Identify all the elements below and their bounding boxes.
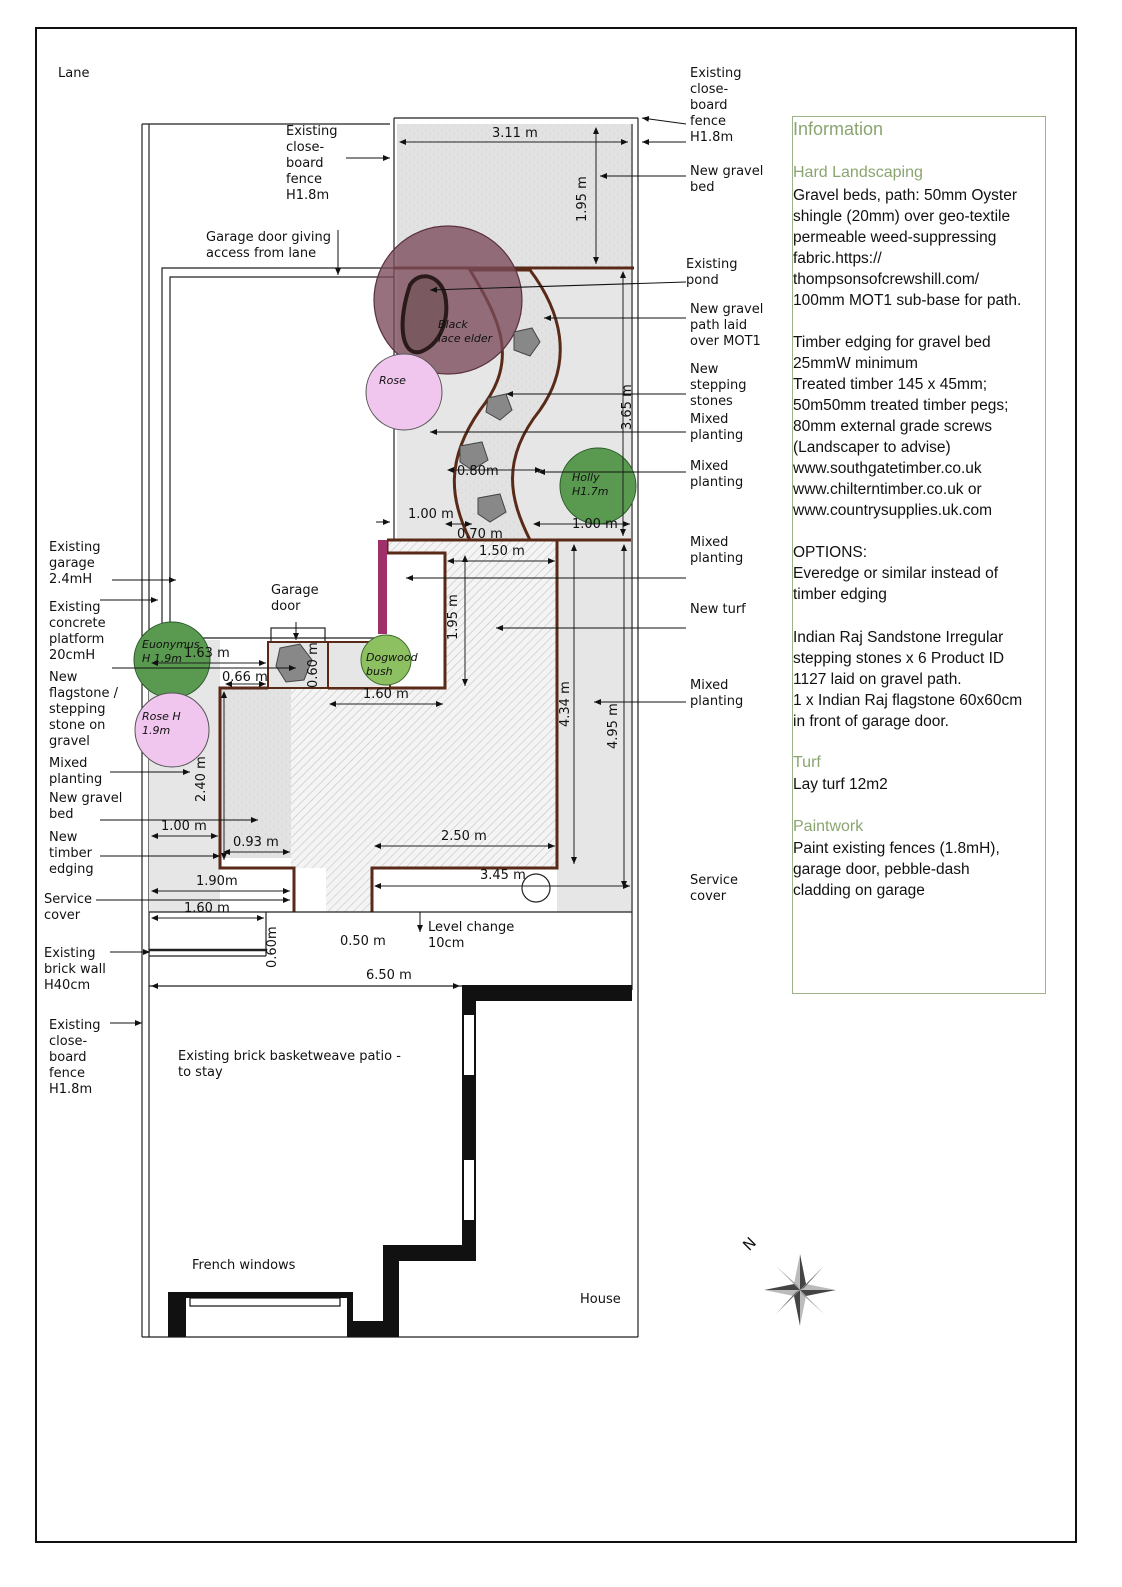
rose-left <box>134 692 210 768</box>
plant-label-dogwood: Dogwood bush <box>366 651 418 678</box>
dim-0-93: 0.93 m <box>233 835 279 850</box>
timber-post <box>378 540 387 634</box>
dim-0-70: 0.70 m <box>457 527 503 542</box>
label-mixed-planting-3: Mixed planting <box>690 535 744 566</box>
label-service-cover-left: Service cover <box>44 892 93 923</box>
dim-1-90: 1.90m <box>196 874 238 889</box>
dim-0-60-b: 0.60m <box>265 926 280 968</box>
dimension-lines <box>151 127 630 989</box>
label-new-timber-edging: New timber edging <box>49 830 94 877</box>
label-existing-platform: Existing concrete platform 20cmH <box>49 600 106 663</box>
label-garage-door: Garage door <box>271 583 319 614</box>
label-level-change: Level change 10cm <box>428 920 515 951</box>
info-turf-heading: Turf <box>793 754 821 771</box>
dim-1-60-a: 1.60 m <box>363 687 409 702</box>
dim-4-95: 4.95 m <box>606 703 621 749</box>
dim-1-00-b: 1.00 m <box>572 517 618 532</box>
info-turf-text: Lay turf 12m2 <box>793 776 888 793</box>
label-garage-door-lane: Garage door giving access from lane <box>206 230 332 261</box>
dogwood-plant <box>360 634 412 686</box>
dim-1-50: 1.50 m <box>479 544 525 559</box>
label-house: House <box>580 1292 621 1307</box>
dim-1-00-c: 1.00 m <box>161 819 207 834</box>
label-fence-top-right: Existing close- board fence H1.8m <box>690 66 742 145</box>
dim-1-60-b: 1.60 m <box>184 901 230 916</box>
label-existing-garage: Existing garage 2.4mH <box>49 540 101 587</box>
dim-0-50: 0.50 m <box>340 934 386 949</box>
label-brick-wall: Existing brick wall H40cm <box>44 946 106 993</box>
page-border <box>35 27 1077 1543</box>
label-new-gravel-path: New gravel path laid over MOT1 <box>690 302 764 349</box>
dim-3-65: 3.65 m <box>620 384 635 430</box>
info-hard-heading: Hard Landscaping <box>793 164 923 181</box>
elder-plant <box>373 225 523 375</box>
dim-3-11: 3.11 m <box>492 126 538 141</box>
dim-0-60-a: 0.60 m <box>306 642 321 688</box>
info-hard-text: Gravel beds, path: 50mm Oyster shingle (… <box>793 187 1022 309</box>
dim-1-95-mid: 1.95 m <box>446 594 461 640</box>
label-new-gravel-bed-left: New gravel bed <box>49 791 123 822</box>
label-existing-pond: Existing pond <box>686 257 738 288</box>
label-mixed-planting-4: Mixed planting <box>690 678 744 709</box>
boundary-lines <box>141 117 639 1338</box>
label-new-flagstone: New flagstone / stepping stone on gravel <box>49 670 118 749</box>
info-stones-text: Indian Raj Sandstone Irregular stepping … <box>793 629 1023 730</box>
dim-2-50: 2.50 m <box>441 829 487 844</box>
dim-1-95-top: 1.95 m <box>575 176 590 222</box>
label-fence-top-mid: Existing close- board fence H1.8m <box>286 124 338 203</box>
label-french-windows: French windows <box>192 1258 296 1273</box>
dim-0-80: 0.80m <box>457 464 499 479</box>
label-patio: Existing brick basketweave patio - to st… <box>178 1049 401 1080</box>
leader-arrows <box>96 115 687 1026</box>
info-options-text: OPTIONS: Everedge or similar instead of … <box>793 544 999 603</box>
garage-door-outline <box>270 627 326 643</box>
house-window-gaps <box>464 1015 474 1220</box>
pond <box>400 274 449 355</box>
service-cover-right <box>521 873 551 903</box>
label-new-stepping-stones: New stepping stones <box>690 362 747 409</box>
label-lane: Lane <box>58 66 90 81</box>
dim-6-50: 6.50 m <box>366 968 412 983</box>
info-timber-text: Timber edging for gravel bed 25mmW minim… <box>793 334 1009 519</box>
information-panel: Information Hard Landscaping Gravel beds… <box>792 116 1046 994</box>
label-fence-bottom-left: Existing close- board fence H1.8m <box>49 1018 101 1097</box>
info-title: Information <box>793 119 884 139</box>
house-walls <box>168 985 632 1337</box>
compass-rose <box>764 1254 836 1326</box>
dim-2-40: 2.40 m <box>194 756 209 802</box>
label-new-turf: New turf <box>690 602 746 617</box>
plant-label-euonymus: Euonymus H 1.9m <box>142 638 200 665</box>
dim-1-00-a: 1.00 m <box>408 507 454 522</box>
label-mixed-planting-left: Mixed planting <box>49 756 103 787</box>
label-new-gravel-bed-top: New gravel bed <box>690 164 764 195</box>
plant-label-rose-top: Rose <box>379 374 406 387</box>
turf-area <box>291 540 557 912</box>
plant-label-holly: Holly H1.7m <box>572 471 609 498</box>
plant-label-rose-left: Rose H 1.9m <box>142 710 181 737</box>
plant-label-elder: Black lace elder <box>438 318 493 345</box>
label-mixed-planting-1: Mixed planting <box>690 412 744 443</box>
info-paint-text: Paint existing fences (1.8mH), garage do… <box>793 840 1000 899</box>
gravel-bed-left <box>221 688 291 858</box>
label-mixed-planting-2: Mixed planting <box>690 459 744 490</box>
dim-1-63: 1.63 m <box>184 646 230 661</box>
label-service-cover-right: Service cover <box>690 873 739 904</box>
stepping-stones <box>275 327 541 683</box>
dim-0-66: 0.66 m <box>222 670 268 685</box>
info-paint-heading: Paintwork <box>793 818 864 835</box>
rose-top <box>365 353 443 431</box>
dim-3-45: 3.45 m <box>480 868 526 883</box>
french-window-frame <box>189 1297 341 1307</box>
dim-4-34: 4.34 m <box>558 681 573 727</box>
